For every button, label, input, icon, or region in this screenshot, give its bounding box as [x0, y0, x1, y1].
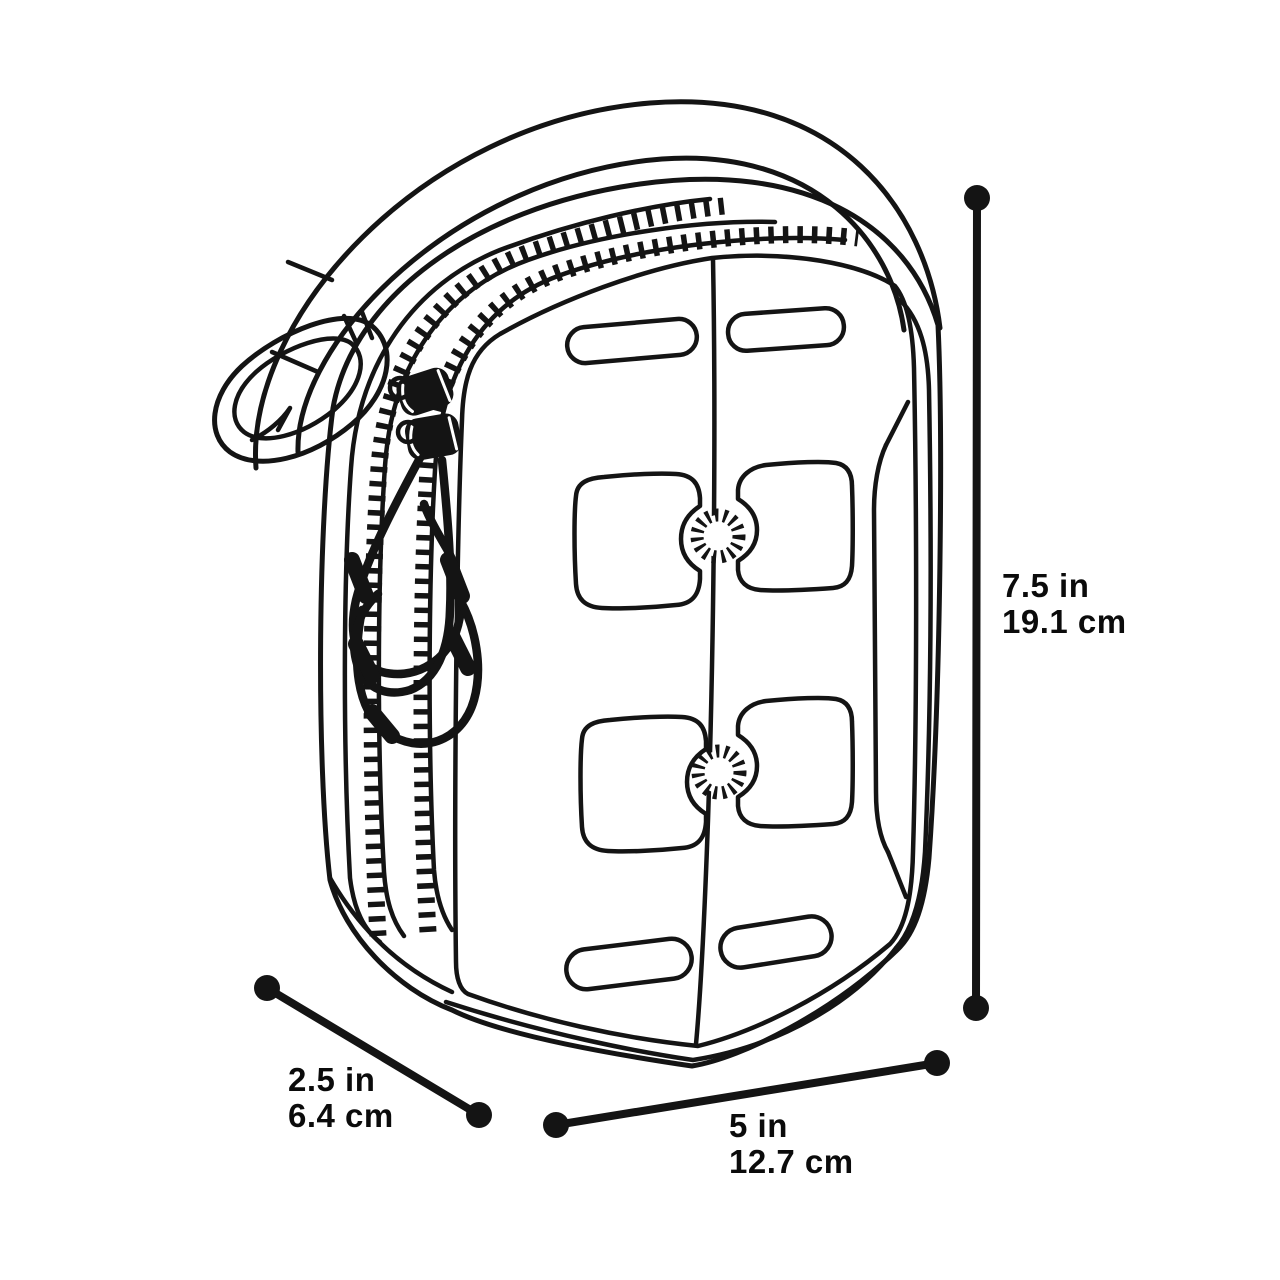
- depth-metric-value: 6.4 cm: [288, 1097, 394, 1134]
- dimension-endpoint-dot: [254, 975, 280, 1001]
- width-dimension-line: [543, 1050, 950, 1138]
- molle-slot-bottom-right: [718, 914, 834, 970]
- dimension-endpoint-dot: [466, 1102, 492, 1128]
- dimension-endpoint-dot: [543, 1112, 569, 1138]
- dimension-endpoint-dot: [924, 1050, 950, 1076]
- snap-hook-carabiner: [212, 309, 390, 464]
- molle-slot-top-right: [725, 305, 847, 354]
- handle-seam: [285, 259, 335, 283]
- molle-square-lower-left: [578, 714, 709, 854]
- height-dimension-line: [963, 185, 990, 1021]
- front-panel: [453, 253, 919, 1049]
- carry-handle: [253, 99, 943, 471]
- height-dimension-label: 7.5 in 19.1 cm: [1002, 568, 1127, 640]
- side-strip-right: [871, 399, 911, 900]
- zipper-pull-lower: [395, 413, 462, 461]
- zipper-pull-upper: [387, 367, 454, 416]
- dimension-endpoint-dot: [963, 995, 989, 1021]
- bottom-welt-seam: [443, 945, 899, 1063]
- front-panel-outline: [453, 253, 919, 1049]
- molle-square-lower-right: [735, 695, 855, 829]
- depth-dimension-label: 2.5 in 6.4 cm: [288, 1062, 394, 1134]
- molle-square-upper-left: [572, 471, 703, 611]
- molle-slot-bottom-left: [564, 936, 694, 992]
- width-dimension-label: 5 in 12.7 cm: [729, 1108, 854, 1180]
- height-inches-value: 7.5 in: [1002, 567, 1090, 604]
- carabiner-gate: [359, 309, 375, 341]
- molle-square-upper-right: [735, 459, 855, 593]
- height-metric-value: 19.1 cm: [1002, 603, 1127, 640]
- grommet-upper: [690, 508, 746, 564]
- grommet-lower: [691, 744, 747, 800]
- carabiner-nose: [249, 405, 293, 443]
- width-metric-value: 12.7 cm: [729, 1143, 854, 1180]
- pouch-body: [318, 176, 944, 1069]
- zipper-track-front: [413, 226, 860, 933]
- paracord-zipper-loops: [344, 453, 483, 748]
- width-inches-value: 5 in: [729, 1107, 788, 1144]
- center-seam: [693, 256, 717, 1047]
- depth-dimension-line: [254, 975, 492, 1128]
- carabiner-gate: [341, 313, 359, 345]
- right-edge-seam: [893, 297, 933, 951]
- dimension-endpoint-dot: [964, 185, 990, 211]
- paracord-knots: [344, 552, 476, 744]
- molle-slot-top-left: [564, 316, 700, 366]
- depth-inches-value: 2.5 in: [288, 1061, 376, 1098]
